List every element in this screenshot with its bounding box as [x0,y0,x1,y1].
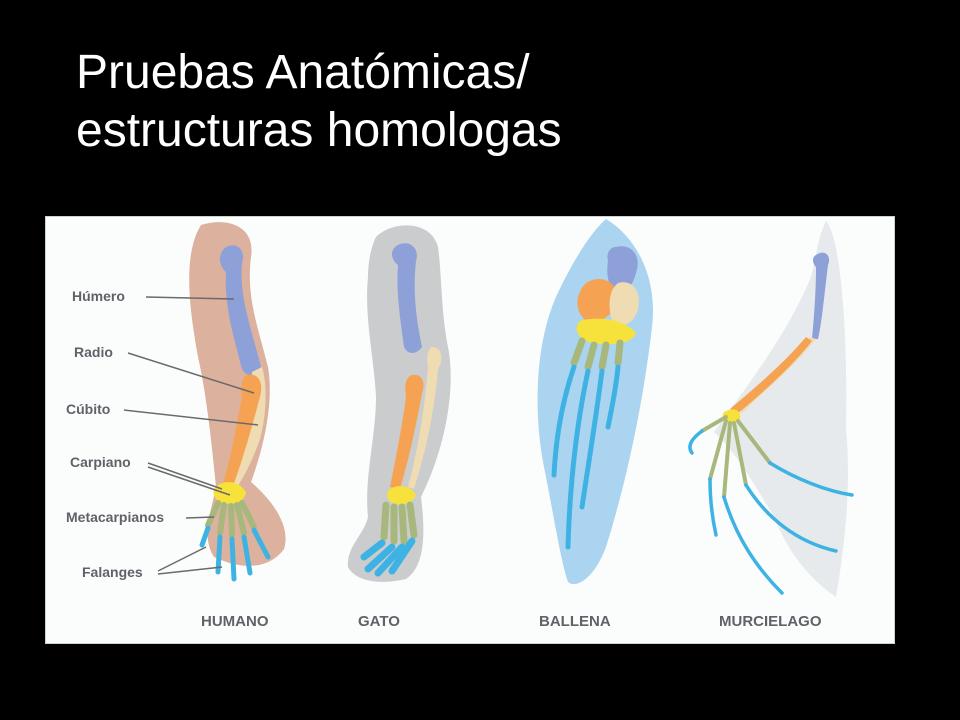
cat-ulna [408,347,442,489]
cat-radius [390,374,424,489]
slide-title: Pruebas Anatómicas/ estructuras homologa… [76,44,562,160]
label-carpiano: Carpiano [70,454,131,470]
cat-leg [347,225,451,582]
whale-ulna [609,282,639,325]
bat-humerus [812,252,830,339]
human-arm [189,222,286,582]
label-leaders [123,296,259,575]
human-metacarpals [205,500,257,538]
limbs-diagram: Húmero Radio Cúbito Carpiano Metacarpian… [66,219,854,630]
homologous-limbs-figure: Húmero Radio Cúbito Carpiano Metacarpian… [45,216,895,644]
cat-humerus [392,243,422,353]
caption-ballena: BALLENA [539,613,611,630]
caption-murcielago: MURCIELAGO [719,613,822,630]
whale-humerus [607,246,638,294]
human-arm-skin [189,222,286,566]
bat-radius [730,337,812,415]
cat-phalanges [360,537,416,577]
slide-title-line-2: estructuras homologas [76,104,562,157]
human-radius [222,374,262,489]
caption-gato: GATO [358,613,400,630]
label-humero: Húmero [72,288,125,304]
human-carpals [213,482,246,504]
slide-title-line-1: Pruebas Anatómicas/ [76,46,530,99]
label-metacarpianos: Metacarpianos [66,509,164,525]
label-radio: Radio [74,344,113,360]
whale-phalanges [551,364,621,550]
cat-carpals [387,486,416,505]
bat-metacarpals [700,415,772,499]
whale-metacarpals [570,337,624,371]
human-phalanges [199,525,271,582]
whale-carpals [576,318,636,345]
whale-radius [577,278,618,321]
bat-carpals [722,409,741,422]
bat-phalanges [688,429,854,595]
cat-fur [347,225,451,582]
caption-humano: HUMANO [201,613,269,630]
label-cubito: Cúbito [66,401,110,417]
label-falanges: Falanges [82,564,143,580]
cat-metacarpals [380,501,418,545]
human-humerus [220,245,261,375]
whale-flipper [537,219,653,585]
bat-wing [688,221,854,597]
